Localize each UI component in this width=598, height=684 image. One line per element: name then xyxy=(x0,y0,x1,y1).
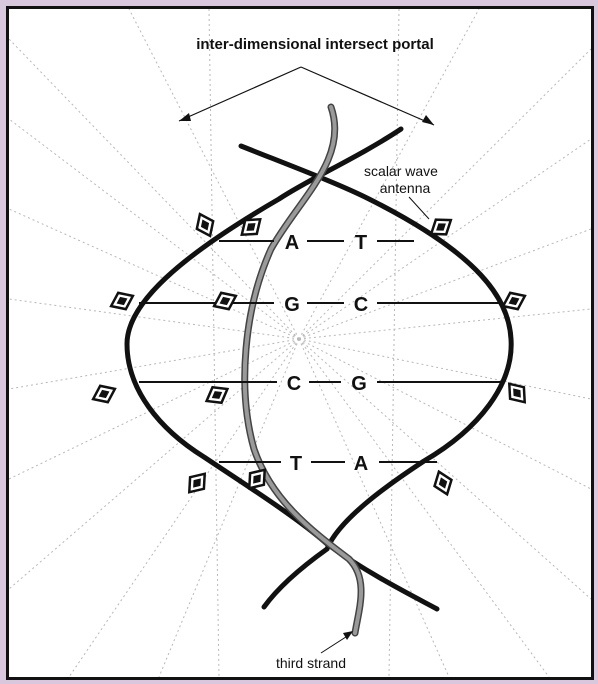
antenna-pointer xyxy=(409,197,429,219)
base-pair-4-left: T xyxy=(290,453,302,475)
base-pair-4-right: A xyxy=(354,453,368,475)
third-strand-pointer xyxy=(321,635,349,653)
dna-portal-diagram: A T G C C G T A inter-dimensional inters… xyxy=(9,9,591,677)
antenna-diamond-icon xyxy=(426,213,456,242)
base-pair-3-right: G xyxy=(351,373,367,395)
antenna-diamond-icon xyxy=(430,469,455,498)
antenna-diamond-icon xyxy=(89,381,118,407)
base-pair-2-right: C xyxy=(354,294,368,316)
arrow-left-icon xyxy=(179,113,191,121)
third-strand-label: third strand xyxy=(276,655,346,671)
portal-arrows xyxy=(179,67,434,125)
antenna-diamond-icon xyxy=(182,468,211,498)
base-pair-rungs xyxy=(139,241,504,462)
antenna-label-line2: antenna xyxy=(380,180,431,196)
antenna-diamond-icon xyxy=(202,381,232,409)
dna-strand-right xyxy=(127,129,437,609)
antenna-diamond-icon xyxy=(192,210,218,239)
base-pair-1-left: A xyxy=(285,232,299,254)
scalar-wave-rays xyxy=(9,9,591,677)
antenna-diamond-icon xyxy=(502,378,531,408)
base-pair-3-left: C xyxy=(287,373,301,395)
diagram-frame: A T G C C G T A inter-dimensional inters… xyxy=(6,6,594,680)
base-pair-1-right: T xyxy=(355,232,367,254)
base-pair-2-left: G xyxy=(284,294,300,316)
antenna-diamond-icon xyxy=(107,288,136,314)
arrow-right-icon xyxy=(422,115,434,125)
antenna-label-line1: scalar wave xyxy=(364,163,438,179)
diagram-title: inter-dimensional intersect portal xyxy=(196,36,434,53)
antenna-diamond-icon xyxy=(210,288,239,314)
third-strand-arrow-icon xyxy=(343,631,353,640)
dna-strand-left xyxy=(241,146,511,607)
